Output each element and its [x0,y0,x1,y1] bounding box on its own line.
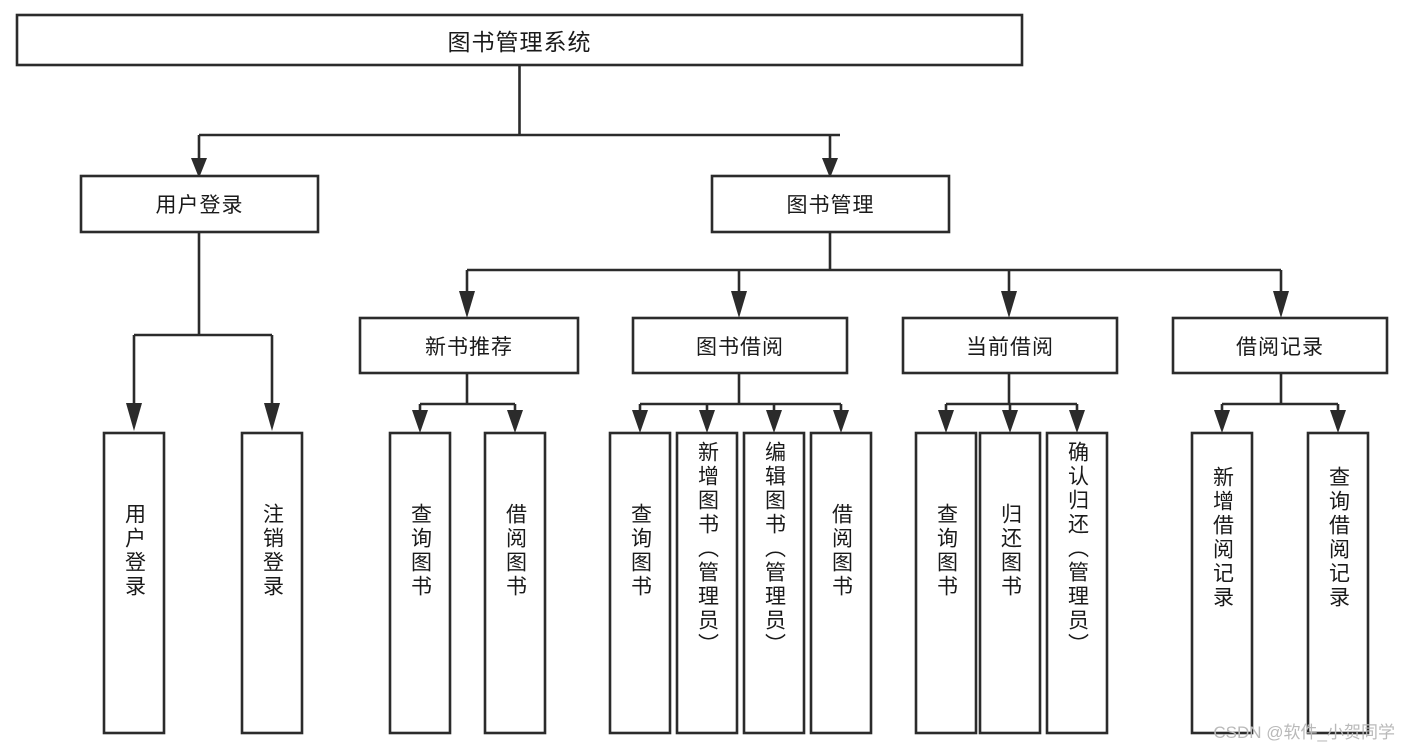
node-box-current-borrow[interactable] [901,316,1119,375]
node-box-leaf-borrow-edit[interactable] [742,431,806,735]
node-box-leaf-current-query[interactable] [914,431,978,735]
arrowhead-newbook-borrow [507,410,523,433]
arrowhead-current-confirm [1069,410,1085,433]
node-box-book-management[interactable] [710,174,951,234]
arrowhead-borrow-record [1273,291,1289,318]
node-box-leaf-newbook-query[interactable] [388,431,452,735]
arrowhead-current-query [938,410,954,433]
arrowhead-book-mgmt [822,158,838,178]
node-box-leaf-borrow-query[interactable] [608,431,672,735]
node-box-borrow-record[interactable] [1171,316,1389,375]
arrowhead-record-query [1330,410,1346,433]
arrowhead-leaf-logout [264,403,280,431]
node-box-leaf-current-return[interactable] [978,431,1042,735]
node-box-leaf-record-add[interactable] [1190,431,1254,735]
node-box-user-login[interactable] [79,174,320,234]
node-box-leaf-borrow-add[interactable] [675,431,739,735]
node-box-leaf-newbook-borrow[interactable] [483,431,547,735]
connector-layer [126,65,1346,433]
arrowhead-book-borrow [731,291,747,318]
arrowhead-new-book [459,291,475,318]
node-box-root[interactable] [15,13,1024,67]
arrowhead-current-borrow [1001,291,1017,318]
node-layer [15,13,1389,735]
arrowhead-newbook-query [412,410,428,433]
node-box-leaf-user-login[interactable] [102,431,166,735]
arrowhead-borrow-add [699,410,715,433]
node-box-book-borrow[interactable] [631,316,849,375]
arrowhead-borrow-query [632,410,648,433]
arrowhead-record-add [1214,410,1230,433]
node-box-leaf-borrow-lend[interactable] [809,431,873,735]
node-box-new-book-recommend[interactable] [358,316,580,375]
node-box-leaf-logout[interactable] [240,431,304,735]
arrowhead-leaf-user-login [126,403,142,431]
node-box-leaf-current-confirm[interactable] [1045,431,1109,735]
arrowhead-user-login [191,158,207,178]
node-box-leaf-record-query[interactable] [1306,431,1370,735]
arrowhead-current-return [1002,410,1018,433]
arrowhead-borrow-lend [833,410,849,433]
arrowhead-borrow-edit [766,410,782,433]
